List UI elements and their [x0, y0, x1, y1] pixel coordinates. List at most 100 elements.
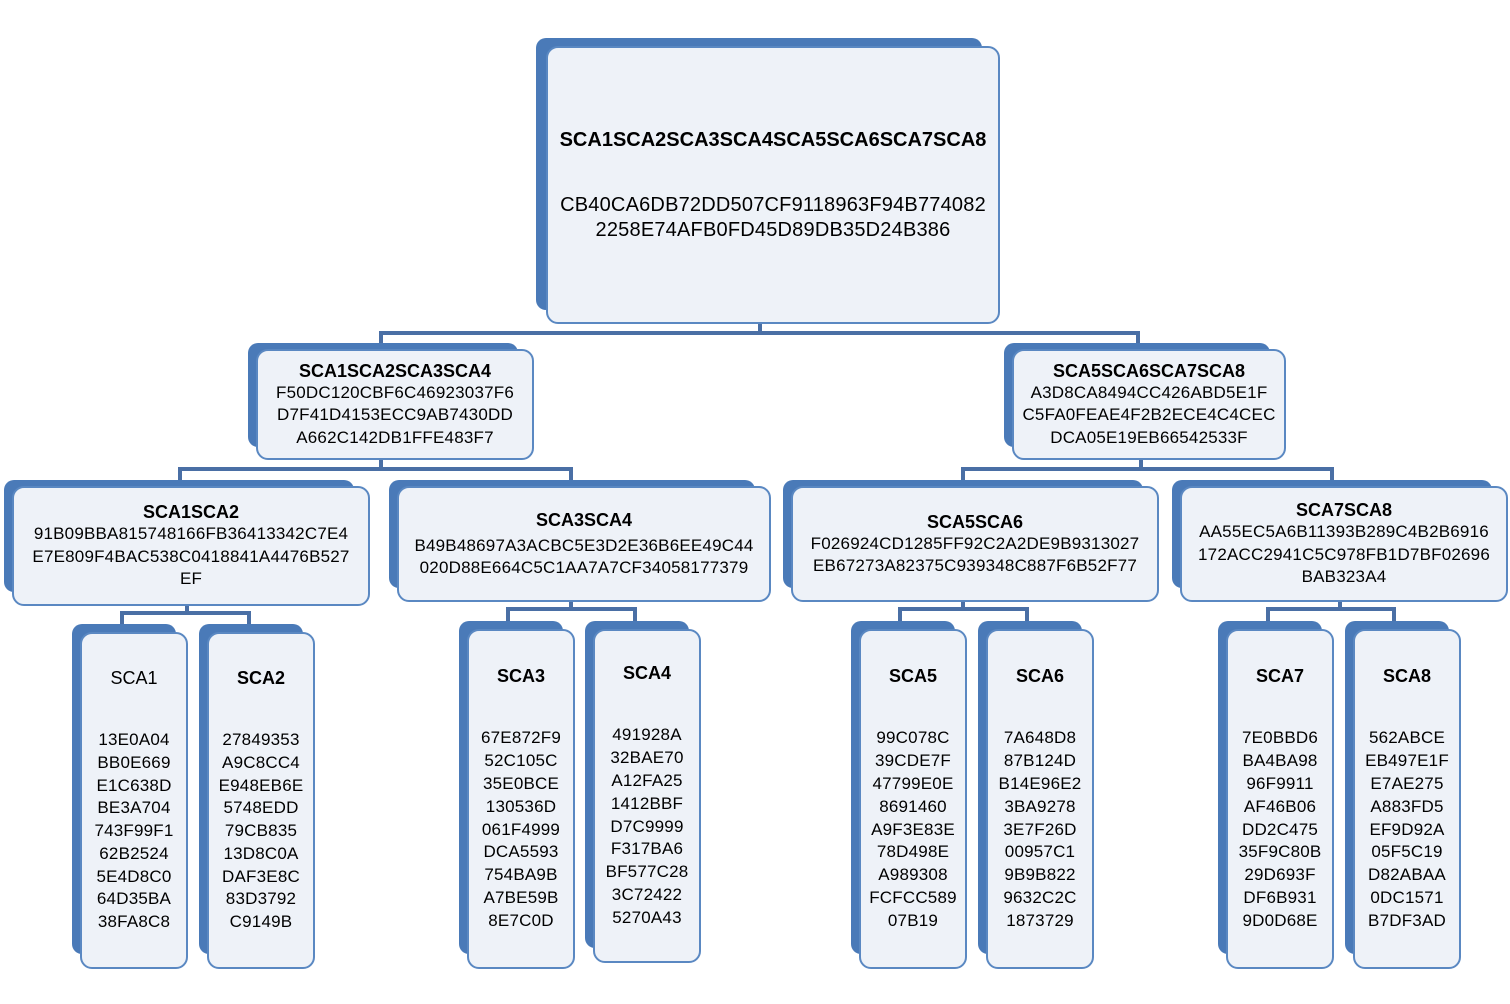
- leaf-node-sca6: SCA6 7A648D8 87B124D B14E96E2 3BA9278 3E…: [978, 621, 1094, 969]
- node-hash-line: A662C142DB1FFE483F7: [296, 427, 494, 447]
- node-hash-line: 8691460: [879, 796, 947, 816]
- node-hash-line: F026924CD1285FF92C2A2DE9B9313027: [810, 533, 1140, 553]
- level2-node-sca5sca6: SCA5SCA6 F026924CD1285FF92C2A2DE9B931302…: [783, 480, 1159, 602]
- node-hash-line: DCA05E19EB66542533F: [1050, 427, 1248, 447]
- node-hash-line: DAF3E8C: [222, 866, 300, 886]
- node-hash-line: EF: [179, 569, 203, 589]
- connector-line: [1266, 602, 1396, 621]
- node-hash-line: 35E0BCE: [482, 774, 560, 793]
- node-hash-line: BAB323A4: [1301, 567, 1387, 587]
- node-hash-line: 32BAE70: [610, 748, 684, 768]
- node-hash-line: 13D8C0A: [223, 843, 299, 863]
- node-hash-line: 64D35BA: [96, 889, 172, 909]
- node-hash-line: A7BE59B: [483, 887, 559, 907]
- node-hash-line: 78D498E: [876, 842, 950, 862]
- node-hash-line: 9632C2C: [1003, 887, 1077, 907]
- node-title: SCA1SCA2SCA3SCA4SCA5SCA6SCA7SCA8: [559, 129, 987, 151]
- level2-node-sca7sca8: SCA7SCA8 AA55EC5A6B11393B289C4B2B6916 17…: [1172, 480, 1508, 602]
- node-hash-line: A883FD5: [1370, 796, 1444, 816]
- node-hash-line: 7E0BBD6: [1241, 728, 1319, 748]
- node-title: SCA7: [1255, 666, 1304, 687]
- connector-line: [120, 606, 251, 624]
- node-title: SCA6: [1015, 666, 1064, 687]
- node-hash-line: 39CDE7F: [874, 751, 952, 771]
- node-title: SCA3: [496, 666, 545, 687]
- node-hash-line: E948EB6E: [218, 775, 304, 795]
- node-hash-line: D7F41D4153ECC9AB7430DD: [277, 405, 513, 425]
- node-title: SCA7SCA8: [1295, 500, 1393, 521]
- node-title: SCA1SCA2SCA3SCA4: [298, 360, 492, 381]
- level2-node-sca3sca4: SCA3SCA4 B49B48697A3ACBC5E3D2E36B6EE49C4…: [389, 480, 771, 602]
- node-hash-line: FCFCC589: [869, 887, 957, 907]
- node-hash-line: 83D3792: [225, 889, 297, 909]
- node-hash-line: C9149B: [229, 912, 293, 932]
- node-title: SCA3SCA4: [535, 509, 633, 530]
- node-hash-line: DF6B931: [1243, 887, 1317, 907]
- connector-line: [506, 602, 637, 621]
- node-hash-line: E7AE275: [1370, 774, 1444, 793]
- node-hash-line: A9C8CC4: [222, 752, 300, 772]
- node-hash-line: 061F4999: [481, 819, 561, 839]
- node-hash-line: 8E7C0D: [488, 910, 554, 930]
- node-hash-line: 7A648D8: [1003, 728, 1077, 748]
- node-hash-line: 5270A43: [612, 907, 682, 927]
- node-hash-line: 52C105C: [484, 751, 558, 771]
- node-hash-line: 87B124D: [1003, 751, 1077, 771]
- node-title: SCA2: [236, 667, 285, 688]
- leaf-node-sca5: SCA5 99C078C 39CDE7F 47799E0E 8691460 A9…: [851, 621, 967, 969]
- root-node: SCA1SCA2SCA3SCA4SCA5SCA6SCA7SCA8 CB40CA6…: [536, 38, 1000, 324]
- node-hash-line: C5FA0FEAE4F2B2ECE4C4CEC: [1022, 405, 1276, 425]
- node-hash-line: 13E0A04: [98, 729, 170, 749]
- node-hash-line: D82ABAA: [1368, 865, 1446, 885]
- node-hash-line: BE3A704: [97, 798, 171, 818]
- node-hash-line: 491928A: [612, 725, 682, 745]
- leaf-node-sca8: SCA8 562ABCE EB497E1F E7AE275 A883FD5 EF…: [1345, 621, 1461, 969]
- level2-node-sca1sca2: SCA1SCA2 91B09BBA815748166FB36413342C7E4…: [4, 480, 370, 606]
- node-hash-line: F317BA6: [610, 839, 684, 859]
- node-hash-line: E1C638D: [96, 775, 172, 795]
- leaf-node-sca4: SCA4 491928A 32BAE70 A12FA25 1412BBF D7C…: [585, 621, 701, 963]
- node-hash-line: 07B19: [887, 910, 939, 930]
- node-hash-line: A989308: [878, 865, 948, 885]
- node-hash-line: E7E809F4BAC538C0418841A4476B527: [32, 546, 350, 566]
- node-hash-line: A3D8CA8494CC426ABD5E1F: [1030, 382, 1268, 402]
- node-hash-line: 27849353: [222, 729, 300, 749]
- node-hash-line: 38FA8C8: [97, 912, 171, 932]
- node-hash-line: 9D0D68E: [1242, 910, 1318, 930]
- node-hash-line: 62B2524: [99, 843, 169, 863]
- node-hash-line: DCA5593: [483, 842, 559, 862]
- node-hash-line: 29D693F: [1244, 865, 1316, 885]
- node-hash-line: 3BA9278: [1004, 796, 1076, 816]
- node-hash-line: 47799E0E: [872, 774, 954, 793]
- node-hash-line: B7DF3AD: [1368, 910, 1446, 930]
- node-hash-line: F50DC120CBF6C46923037F6: [275, 382, 515, 402]
- node-hash-line: 743F99F1: [94, 821, 174, 841]
- node-title: SCA4: [622, 663, 671, 684]
- node-hash-line: 020D88E664C5C1AA7A7CF34058177379: [419, 558, 749, 577]
- node-hash-line: 1412BBF: [610, 793, 684, 813]
- leaf-node-sca2: SCA2 27849353 A9C8CC4 E948EB6E 5748EDD 7…: [199, 624, 315, 969]
- connector-line: [178, 460, 573, 480]
- node-hash-line: AA55EC5A6B11393B289C4B2B6916: [1199, 522, 1489, 542]
- node-hash-line: 5748EDD: [223, 798, 299, 818]
- node-hash-line: B14E96E2: [998, 774, 1082, 793]
- node-hash-line: D7C9999: [610, 816, 684, 836]
- node-title: SCA5SCA6SCA7SCA8: [1052, 360, 1246, 381]
- node-hash-line: 3E7F26D: [1003, 819, 1077, 839]
- node-hash-line: 1873729: [1006, 910, 1074, 930]
- node-hash-line: BA4BA98: [1242, 751, 1318, 771]
- leaf-node-sca7: SCA7 7E0BBD6 BA4BA98 96F9911 AF46B06 DD2…: [1218, 621, 1334, 969]
- node-hash-line: B49B48697A3ACBC5E3D2E36B6EE49C44: [414, 535, 754, 555]
- node-title: SCA8: [1382, 666, 1431, 687]
- level1-node-right: SCA5SCA6SCA7SCA8 A3D8CA8494CC426ABD5E1F …: [1004, 343, 1286, 460]
- node-title: SCA1: [110, 667, 158, 688]
- node-hash-line: A9F3E83E: [871, 819, 955, 839]
- node-hash-line: DD2C475: [1241, 819, 1319, 839]
- node-hash-line: EB67273A82375C939348C887F6B52F77: [813, 556, 1137, 575]
- node-hash-line: 67E872F9: [480, 728, 562, 748]
- node-hash-line: 35F9C80B: [1238, 842, 1322, 862]
- node-hash-line: 130536D: [485, 796, 557, 816]
- connector-line: [379, 324, 1140, 343]
- level1-node-left: SCA1SCA2SCA3SCA4 F50DC120CBF6C46923037F6…: [248, 343, 534, 460]
